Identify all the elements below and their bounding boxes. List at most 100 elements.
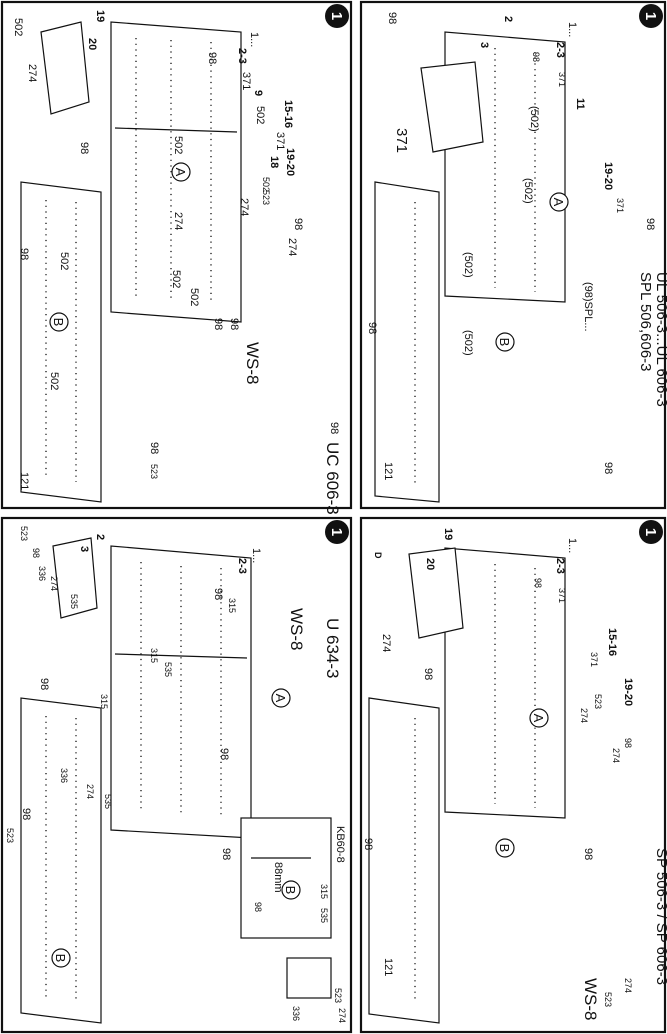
label-336: 336 — [291, 1006, 301, 1021]
bracket-detail — [40, 21, 90, 115]
board-b: B — [374, 181, 515, 503]
label-98: 98 — [644, 218, 656, 230]
board-a: A — [110, 545, 291, 839]
label-315: 315 — [227, 598, 237, 613]
label-98: 98 — [533, 578, 543, 588]
label-502: 502 — [188, 288, 200, 306]
label-523: 523 — [603, 992, 613, 1007]
model-title: U 634-3 — [323, 618, 342, 678]
label-ws-8: WS-8 — [243, 342, 262, 385]
shelf-edge — [114, 127, 238, 133]
connector-part — [286, 957, 332, 999]
bracket-detail — [420, 61, 484, 153]
label-b: B — [53, 954, 68, 963]
label-535: 535 — [69, 594, 79, 609]
label-523: 523 — [593, 694, 603, 709]
label-274: 274 — [286, 238, 298, 256]
label-371: 371 — [589, 652, 599, 667]
panel-uc-606-3: 1 UC 606-3 A B — [0, 0, 353, 515]
label-274: 274 — [337, 1008, 347, 1023]
label-523: 523 — [5, 828, 15, 843]
label-18: 18 — [268, 156, 280, 168]
board-b-outline — [368, 697, 440, 1024]
label-502: 502 — [58, 252, 70, 270]
label-502: (502) — [462, 252, 474, 278]
label-9: 9 — [252, 90, 264, 96]
label-523: 523 — [333, 988, 343, 1003]
label-98: 98 — [212, 588, 224, 600]
board-a: A — [444, 547, 566, 819]
label-b: B — [497, 844, 512, 853]
label-98: 98 — [206, 52, 218, 64]
label-circle-b — [51, 948, 71, 968]
label-502: 502 — [12, 18, 24, 36]
label-15-16: 15-16 — [606, 628, 618, 656]
label-315: 315 — [319, 884, 329, 899]
step-badge — [325, 4, 349, 28]
label-circle-b — [495, 838, 515, 858]
label-274: 274 — [172, 212, 184, 230]
label-371: 371 — [240, 72, 252, 90]
label-19-20: 19-20 — [602, 162, 614, 190]
label-98: 98 — [228, 318, 240, 330]
step-badge — [639, 4, 663, 28]
label-502: (502) — [462, 330, 474, 356]
label-98: 98 — [386, 12, 398, 24]
panel-u-634-3: 1 U 634-3 WS-8 A — [0, 516, 353, 1034]
label-circle-a — [271, 688, 291, 708]
board-b-outline — [20, 181, 102, 503]
kb-detail-box — [240, 817, 332, 939]
label-19: 19 — [442, 528, 454, 540]
label-523: 523 — [149, 464, 159, 479]
label-circle-a — [549, 192, 569, 212]
label-1: 1... — [566, 538, 578, 553]
label-98: 98 — [531, 52, 541, 62]
label-121: 121 — [382, 958, 394, 976]
label-371: 371 — [557, 72, 567, 87]
label-b: B — [497, 338, 512, 347]
label-circle-a — [171, 162, 191, 182]
label-d: D — [373, 552, 383, 559]
label-1: 1... — [250, 548, 262, 563]
model-subtitle: SPL 506,606-3 — [637, 272, 654, 372]
label-2-3: 2-3 — [554, 42, 566, 58]
panel-frame — [359, 0, 667, 510]
label-336: 336 — [37, 566, 47, 581]
model-title: UL 506-3...UL 606-3 — [653, 272, 667, 407]
label-274: 274 — [49, 576, 59, 591]
label-98-spl: (98)SPL... — [582, 282, 594, 332]
label-274: 274 — [85, 784, 95, 799]
label-88mm: 88mm — [272, 862, 284, 893]
label-523: 523 — [261, 190, 271, 205]
board-b-outline — [20, 697, 102, 1024]
label-315: 315 — [99, 694, 109, 709]
label-1: 1... — [566, 22, 578, 37]
model-title: SP 506-3 / SP 606-3 — [653, 848, 667, 985]
label-98: 98 — [328, 422, 340, 434]
label-98: 98 — [623, 738, 633, 748]
step-badge — [639, 520, 663, 544]
label-98: 98 — [18, 248, 30, 260]
label-535: 535 — [103, 794, 113, 809]
label-98: 98 — [38, 678, 50, 690]
label-98: 98 — [78, 142, 90, 154]
label-121: 121 — [382, 462, 394, 480]
label-98: 98 — [422, 668, 434, 680]
label-20: 20 — [424, 558, 436, 570]
label-2-3: 2-3 — [236, 48, 248, 64]
label-kb60-8: KB60-8 — [334, 826, 346, 863]
label-274: 274 — [579, 708, 589, 723]
step-number: 1 — [328, 528, 345, 536]
bracket-detail — [408, 547, 464, 639]
label-ws-8: WS-8 — [287, 608, 306, 651]
label-2: 2 — [94, 534, 106, 540]
panel-frame — [0, 516, 353, 1034]
label-274: 274 — [380, 634, 392, 652]
label-98: 98 — [20, 808, 32, 820]
label-371: 371 — [393, 128, 410, 153]
step-number: 1 — [328, 12, 345, 20]
label-274: 274 — [26, 64, 38, 82]
label-274: 274 — [611, 748, 621, 763]
label-371: 371 — [557, 588, 567, 603]
board-a: A — [110, 21, 242, 323]
